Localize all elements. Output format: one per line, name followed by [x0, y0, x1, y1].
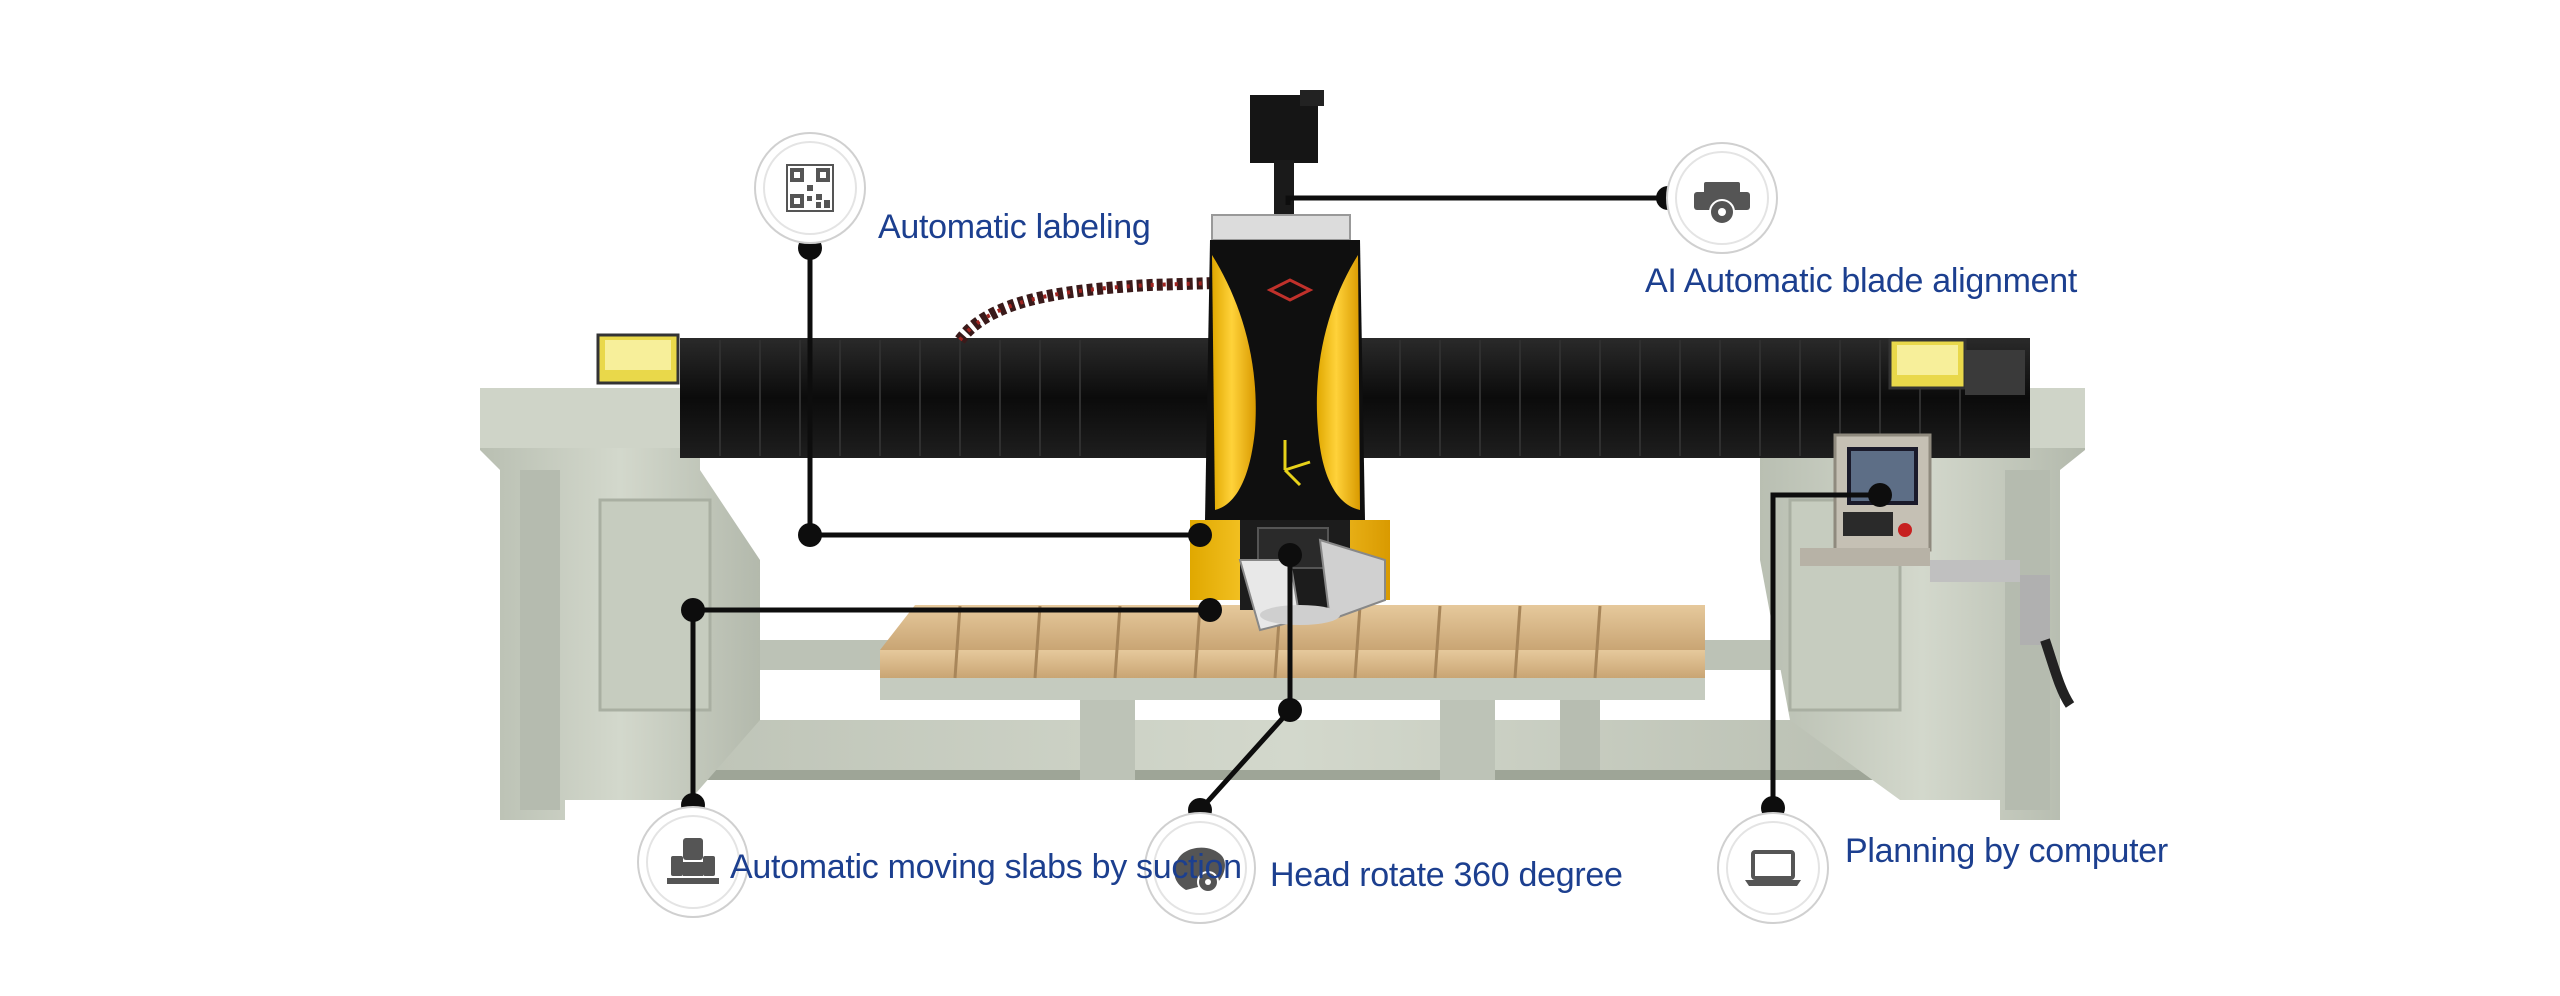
qr-code-icon	[754, 132, 866, 244]
label-planning-by-computer: Planning by computer	[1845, 832, 2168, 870]
label-automatic-labeling: Automatic labeling	[878, 208, 1151, 246]
camera-icon	[1666, 142, 1778, 254]
rotating-head-icon	[1144, 812, 1256, 924]
cable-chain	[955, 277, 1216, 344]
cutting-head	[1190, 90, 1390, 632]
label-head-rotate-360: Head rotate 360 degree	[1270, 856, 1623, 894]
callout-dots	[681, 186, 1892, 822]
label-ai-blade-alignment: AI Automatic blade alignment	[1645, 262, 2077, 300]
laptop-icon	[1717, 812, 1829, 924]
suction-cup-icon	[637, 806, 749, 918]
label-moving-slabs-by-suction: Automatic moving slabs by suction	[730, 848, 1242, 886]
